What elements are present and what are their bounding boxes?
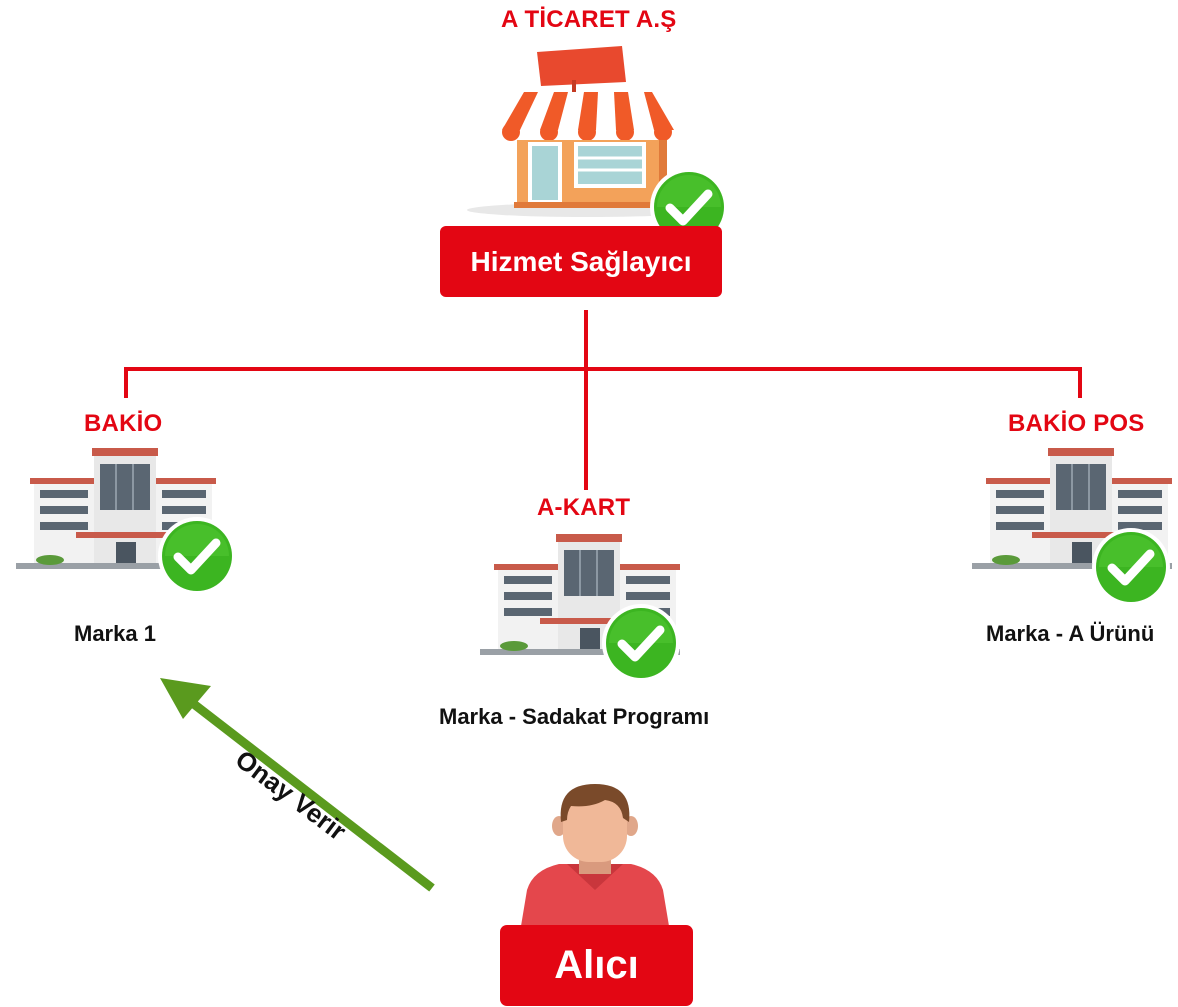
check-icon	[158, 517, 236, 595]
check-icon	[1092, 528, 1170, 606]
brand-company-name-bakio-pos: BAKİO POS	[1008, 410, 1145, 437]
provider-role-badge: Hizmet Sağlayıcı	[440, 226, 722, 297]
buyer-role-badge: Alıcı	[500, 925, 693, 1006]
brand-label-marka-1: Marka 1	[74, 621, 156, 646]
provider-company-name: A TİCARET A.Ş	[501, 6, 677, 33]
person-icon	[519, 784, 671, 938]
approval-arrow	[160, 678, 435, 892]
brand-company-name-a-kart: A-KART	[537, 494, 631, 521]
brand-company-name-bakio: BAKİO	[84, 410, 163, 437]
check-icon	[602, 604, 680, 682]
brand-label-marka-sadakat: Marka - Sadakat Programı	[439, 704, 710, 729]
brand-label-clip: Marka - A Ürünü	[986, 621, 1178, 655]
store-icon	[467, 46, 707, 217]
brand-label-marka-a-urunu: Marka - A Ürünü	[986, 621, 1155, 646]
